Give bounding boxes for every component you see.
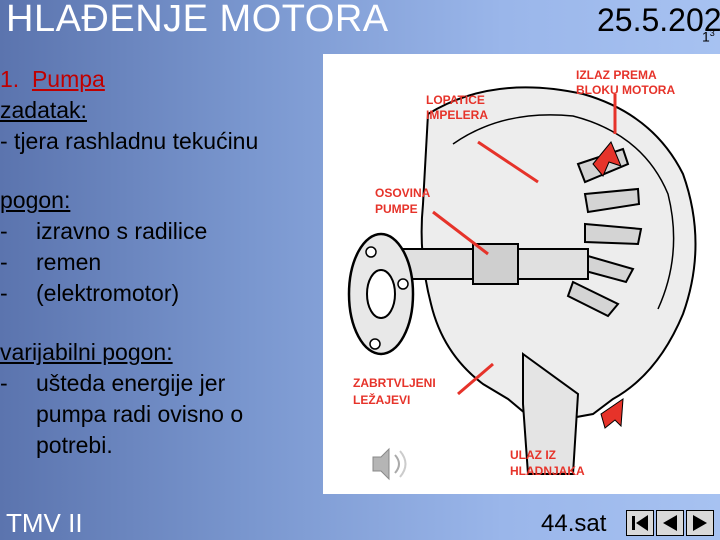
label-lezajevi-1: ZABRTVLJENI: [353, 376, 436, 390]
next-slide-icon: [693, 515, 707, 531]
drive-item: -remen: [0, 249, 102, 275]
label-lezajevi-2: LEŽAJEVI: [353, 392, 410, 407]
drive-item: -(elektromotor): [0, 280, 180, 306]
label-izlaz-1: IZLAZ PREMA: [576, 68, 657, 82]
slide-title: HLAĐENJE MOTORA: [6, 0, 389, 40]
label-osovina-2: PUMPE: [375, 202, 418, 216]
heading-text: Pumpa: [31, 66, 105, 92]
water-pump-diagram: IZLAZ PREMA BLOKU MOTORA LOPATICE IMPELE…: [323, 54, 720, 494]
drive-item: -izravno s radilice: [0, 218, 208, 244]
next-slide-button[interactable]: [686, 510, 714, 536]
slide-body: 1. Pumpa zadatak: - tjera rashladnu teku…: [0, 64, 330, 461]
course-label: TMV II: [6, 508, 83, 538]
first-slide-button[interactable]: [626, 510, 654, 536]
label-lopatice-2: IMPELERA: [426, 108, 488, 122]
task-item: - tjera rashladnu tekućinu: [0, 128, 259, 154]
lesson-number: 44.sat: [541, 510, 607, 537]
water-pump-drawing: IZLAZ PREMA BLOKU MOTORA LOPATICE IMPELE…: [347, 68, 697, 481]
slide-date-overflow: 13: [702, 28, 715, 45]
variable-drive-item: -ušteda energije jer pumpa radi ovisno o…: [0, 370, 244, 458]
label-ulaz-1: ULAZ IZ: [510, 448, 556, 462]
section-heading: 1. Pumpa: [0, 64, 330, 95]
label-osovina-1: OSOVINA: [375, 186, 431, 200]
label-lopatice-1: LOPATICE: [426, 93, 485, 107]
speaker-icon[interactable]: [372, 447, 407, 481]
date-superscript: 3: [709, 28, 715, 38]
variable-drive-label: varijabilni pogon:: [0, 339, 173, 365]
task-label: zadatak:: [0, 97, 87, 123]
drive-label: pogon:: [0, 187, 71, 213]
first-slide-icon: [632, 515, 648, 531]
heading-number: 1.: [0, 66, 20, 92]
slide-date: 25.5.202: [597, 2, 720, 38]
previous-slide-icon: [663, 515, 677, 531]
label-izlaz-2: BLOKU MOTORA: [576, 83, 675, 97]
date-suffix: 1: [702, 28, 710, 45]
label-ulaz-2: HLADNJAKA: [510, 464, 585, 478]
previous-slide-button[interactable]: [656, 510, 684, 536]
